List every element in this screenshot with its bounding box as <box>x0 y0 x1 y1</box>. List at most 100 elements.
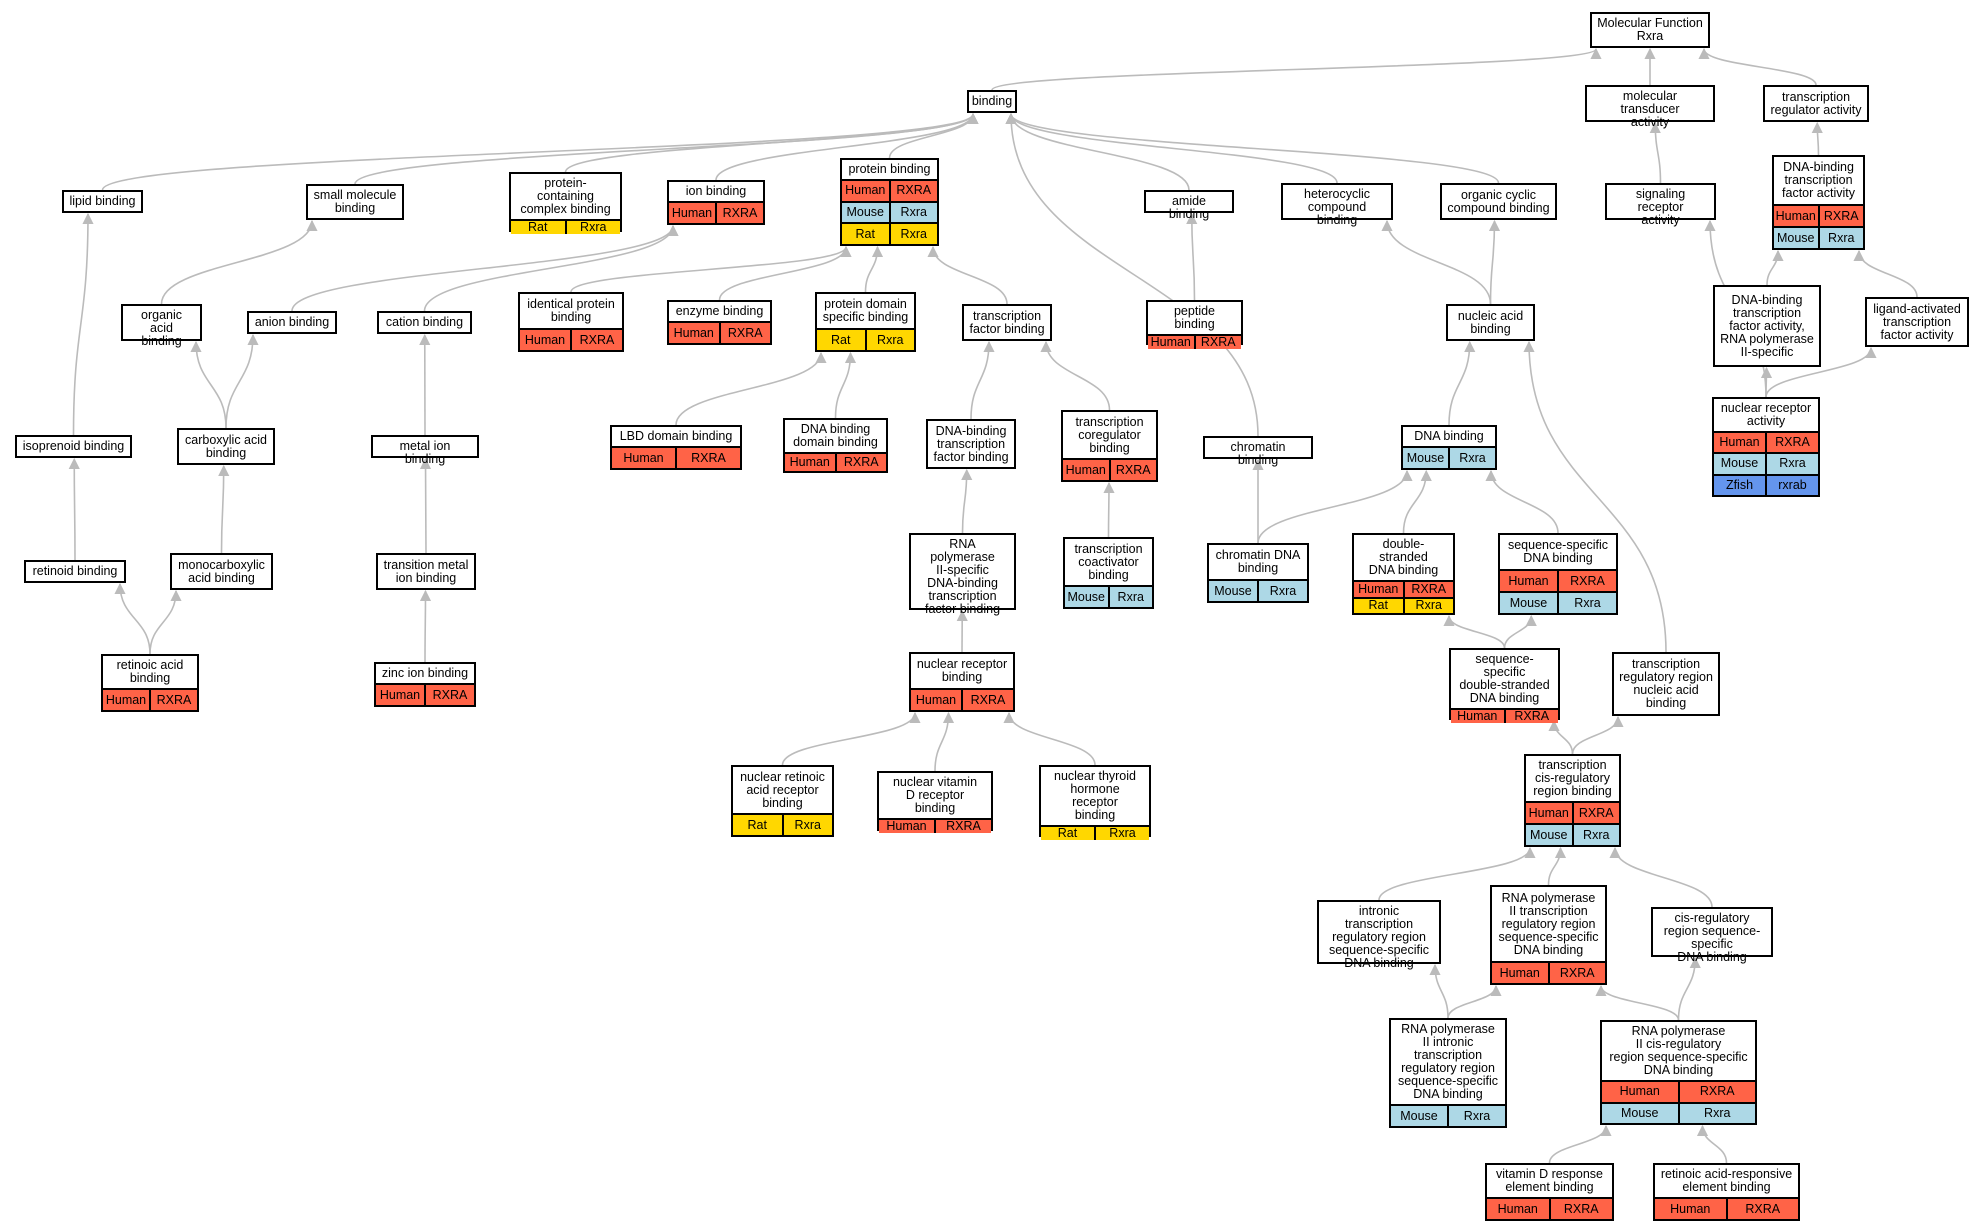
go-term-node: sequence-specific double-stranded DNA bi… <box>1449 648 1560 723</box>
go-term-node: metal ion binding <box>371 435 479 466</box>
go-term-label: enzyme binding <box>675 304 764 318</box>
gene-cell: Rxra <box>1257 581 1307 601</box>
gene-cell: RXRA <box>1547 963 1606 983</box>
go-term-label: RNA polymerase II cis-regulatory region … <box>1609 1024 1748 1077</box>
gene-cell: Rxra <box>1094 827 1149 840</box>
go-term-label: nuclear retinoic acid receptor binding <box>740 769 825 810</box>
go-term-node: nucleic acid binding <box>1446 304 1535 341</box>
go-term-label: chromatin DNA binding <box>1215 548 1301 575</box>
is-a-edge <box>781 711 921 766</box>
go-term-label: retinoic acid binding <box>116 658 184 685</box>
go-term-label: monocarboxylic acid binding <box>178 557 265 585</box>
is-a-edge <box>1595 984 1680 1021</box>
go-term-label: retinoic acid-responsive element binding <box>1660 1167 1793 1194</box>
go-term-label: DNA-binding transcription factor activit… <box>1720 292 1814 359</box>
go-term-node: chromatin binding <box>1203 436 1313 467</box>
go-term-node: amide binding <box>1144 190 1234 221</box>
go-term-label: organic acid binding <box>141 308 182 348</box>
go-term-label: RNA polymerase II transcription regulato… <box>1498 890 1599 957</box>
go-term-node: transcription regulator activity <box>1763 85 1869 122</box>
species-cell: Human <box>1670 1201 1711 1216</box>
go-term-label: nuclear vitamin D receptor binding <box>892 775 978 815</box>
species-cell: Zfish <box>1725 477 1754 492</box>
species-cell: Rat <box>831 332 851 347</box>
go-term-label: cis-regulatory region sequence-specific … <box>1663 911 1761 964</box>
go-term-label: LBD domain binding <box>619 429 733 443</box>
is-a-edge <box>423 224 679 312</box>
go-term-node: cis-regulatory region sequence-specific … <box>1651 907 1773 964</box>
gene-cell: RXRA <box>934 820 991 833</box>
species-cell: Rat <box>1368 598 1388 613</box>
is-a-edge <box>1186 212 1198 301</box>
species-cell: Human <box>789 455 830 469</box>
go-term-label: double-stranded DNA binding <box>1368 537 1439 577</box>
is-a-edge <box>1677 956 1701 1021</box>
go-term-label: RNA polymerase II intronic transcription… <box>1397 1022 1499 1101</box>
gene-cell: Rxra <box>1571 825 1620 845</box>
gene-cell: RXRA <box>1108 460 1157 480</box>
gene-cell: RXRA <box>961 690 1013 710</box>
is-a-edge <box>218 464 230 554</box>
annotation-row: Human RXRA <box>911 688 1013 710</box>
species-cell: Mouse <box>1406 450 1445 465</box>
go-term-label: isoprenoid binding <box>22 439 125 453</box>
go-term-node: nuclear thyroid hormone receptor binding… <box>1039 765 1151 840</box>
species-cell: Human <box>1457 709 1498 723</box>
gene-cell: Rxra <box>888 224 938 245</box>
go-term-label: molecular transducer activity <box>1620 89 1680 129</box>
go-term-label: nuclear thyroid hormone receptor binding <box>1054 769 1136 822</box>
go-term-node: RNA polymerase II cis-regulatory region … <box>1600 1020 1757 1125</box>
go-term-label: small molecule binding <box>313 188 397 215</box>
go-term-label: cation binding <box>385 315 464 329</box>
is-a-edge <box>934 711 955 772</box>
gene-cell: Rxra <box>1765 454 1818 474</box>
species-cell: Human <box>1150 335 1191 349</box>
gene-cell: Rxra <box>888 202 938 223</box>
is-a-edge <box>1429 963 1449 1019</box>
go-term-label: nucleic acid binding <box>1457 308 1524 336</box>
gene-cell: RXRA <box>1677 1082 1756 1102</box>
is-a-edge <box>1547 846 1567 886</box>
gene-cell: RXRA <box>1503 710 1559 723</box>
species-cell: Human <box>915 692 957 707</box>
go-term-label: DNA binding domain binding <box>793 422 878 449</box>
go-term-node: anion binding <box>247 311 337 334</box>
is-a-edge <box>149 589 182 655</box>
is-a-edge <box>68 457 80 561</box>
gene-cell: Rxra <box>564 221 621 234</box>
gene-cell: RXRA <box>888 181 938 201</box>
gene-cell: RXRA <box>570 330 622 350</box>
go-term-label: DNA-binding transcription factor binding <box>933 423 1009 464</box>
go-term-label: ion binding <box>685 184 747 198</box>
go-term-label: anion binding <box>254 315 330 329</box>
gene-cell: RXRA <box>715 203 763 223</box>
gene-cell: RXRA <box>1725 1199 1799 1219</box>
gene-cell: RXRA <box>149 690 197 710</box>
is-a-edge <box>1005 112 1259 437</box>
gene-cell: RXRA <box>1193 336 1242 349</box>
go-term-node: DNA-binding transcription factor activit… <box>1772 155 1865 250</box>
go-term-label: DNA-binding transcription factor activit… <box>1782 160 1855 200</box>
species-cell: Mouse <box>1067 589 1106 604</box>
go-term-label: DNA binding <box>1414 429 1484 443</box>
is-a-edge <box>1523 340 1667 653</box>
go-term-label: nuclear receptor activity <box>1720 401 1812 428</box>
species-cell: Human <box>1508 573 1549 588</box>
gene-cell: Rxra <box>1107 587 1153 607</box>
species-cell: Human <box>623 450 664 465</box>
